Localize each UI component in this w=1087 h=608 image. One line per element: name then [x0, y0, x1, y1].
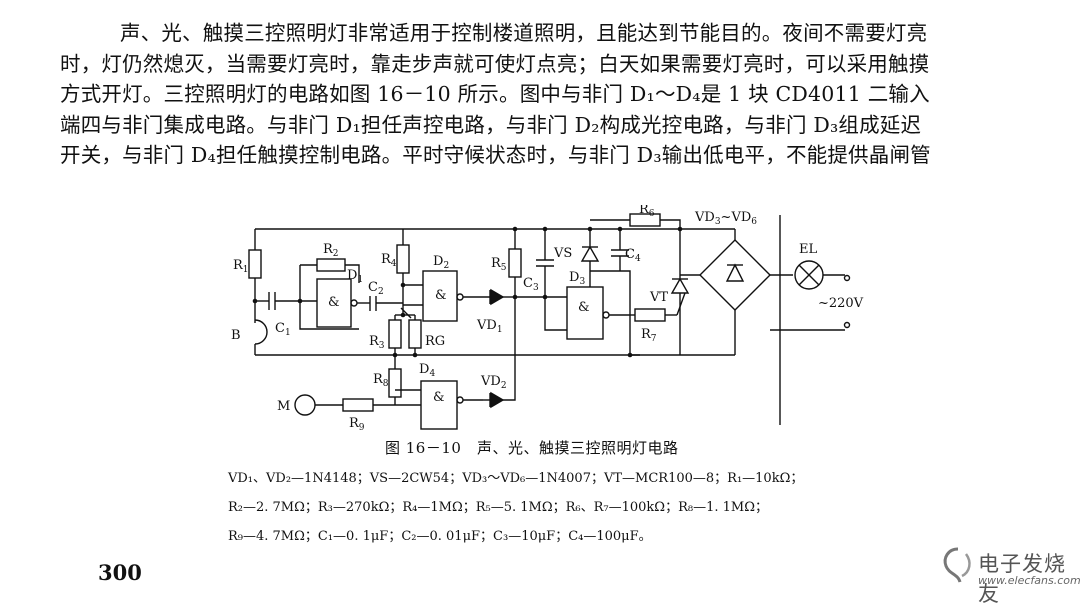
label-r1: R1 [233, 258, 249, 275]
label-d1-amp: & [328, 295, 340, 310]
vt-thyristor [670, 277, 690, 294]
circuit-diagram: R1 R2 D1 & C2 C1 B R4 D2 & R3 RG VD1 R5 … [231, 205, 864, 433]
label-m: M [277, 399, 290, 414]
figure-caption: 图 16－10 声、光、触摸三控照明灯电路 [385, 439, 679, 457]
parts-line-2: R₂—2. 7MΩ；R₃—270kΩ；R₄—1MΩ；R₅—5. 1MΩ；R₆、R… [228, 500, 768, 515]
label-d4-amp: & [433, 390, 445, 405]
label-r5: R5 [491, 256, 507, 273]
paragraph-line-5: 开关，与非门 D₄担任触摸控制电路。平时守候状态时，与非门 D₃输出低电平，不能… [60, 143, 931, 167]
label-d1: D1 [347, 268, 363, 285]
label-r8: R8 [373, 372, 389, 389]
label-d3: D3 [569, 270, 585, 287]
label-d2: D2 [433, 254, 449, 271]
paragraph-line-3: 方式开灯。三控照明灯的电路如图 16－10 所示。图中与非门 D₁～D₄是 1 … [60, 82, 930, 106]
label-vt: VT [649, 290, 668, 305]
label-r6: R6 [639, 205, 655, 219]
d4-gate [420, 380, 458, 430]
label-el: EL [799, 242, 817, 257]
vd2-diode [490, 391, 505, 409]
label-d4: D4 [419, 362, 435, 379]
r9-resistor [342, 398, 374, 412]
label-c4: C4 [625, 247, 641, 264]
bridge-rectifier [699, 239, 771, 311]
label-r9: R9 [349, 416, 365, 433]
body-paragraph: 声、光、触摸三控照明灯非常适用于控制楼道照明，且能达到节能目的。夜间不需要灯亮 … [60, 18, 1030, 171]
r3-resistor [388, 319, 402, 349]
r5-resistor [508, 248, 522, 278]
watermark: 电子发烧友 www.elecfans.com [940, 546, 1081, 606]
label-vd1: VD1 [476, 318, 503, 335]
r8-resistor [388, 368, 402, 398]
label-mains: ~220V [818, 296, 864, 311]
rg-photoresistor [408, 319, 422, 349]
r4-resistor [396, 244, 410, 274]
paragraph-line-4: 端四与非门集成电路。与非门 D₁担任声控电路，与非门 D₂构成光控电路，与非门 … [60, 112, 922, 137]
label-b: B [231, 328, 241, 343]
parts-line-3: R₉—4. 7MΩ；C₁—0. 1μF；C₂—0. 01μF；C₃—10μF；C… [228, 529, 652, 544]
paragraph-line-2: 时，灯仍然熄灭，当需要灯亮时，靠走步声就可使灯点亮；白天如果需要灯亮时，可以采用… [60, 51, 930, 76]
label-vs: VS [553, 246, 572, 261]
label-c2: C2 [368, 280, 384, 297]
r1-resistor [248, 249, 262, 279]
label-r7: R7 [641, 327, 657, 344]
r2-resistor [316, 258, 346, 272]
watermark-logo-icon [943, 547, 971, 583]
parts-line-1: VD₁、VD₂—1N4148；VS—2CW54；VD₃～VD₆—1N4007；V… [228, 471, 804, 486]
vd1-diode [490, 288, 505, 306]
microphone-symbol [254, 319, 268, 345]
parts-list: VD₁、VD₂—1N4148；VS—2CW54；VD₃～VD₆—1N4007；V… [228, 464, 878, 551]
label-r4: R4 [381, 252, 397, 269]
label-vd2: VD2 [480, 374, 507, 391]
label-vd3-vd6: VD3~VD6 [694, 210, 757, 227]
vs-zener [580, 245, 600, 262]
label-d3-amp: & [578, 300, 590, 315]
label-d2-amp: & [435, 288, 447, 303]
label-rg: RG [425, 334, 445, 349]
r7-resistor [634, 308, 666, 322]
watermark-url: www.elecfans.com [978, 574, 1081, 587]
label-c1: C1 [275, 321, 291, 338]
label-r2: R2 [323, 242, 339, 259]
label-r3: R3 [369, 334, 385, 351]
touch-plate-m [294, 394, 316, 416]
paragraph-line-1: 声、光、触摸三控照明灯非常适用于控制楼道照明，且能达到节能目的。夜间不需要灯亮 [120, 21, 928, 45]
page-number: 300 [98, 560, 142, 585]
label-c3: C3 [523, 276, 539, 293]
